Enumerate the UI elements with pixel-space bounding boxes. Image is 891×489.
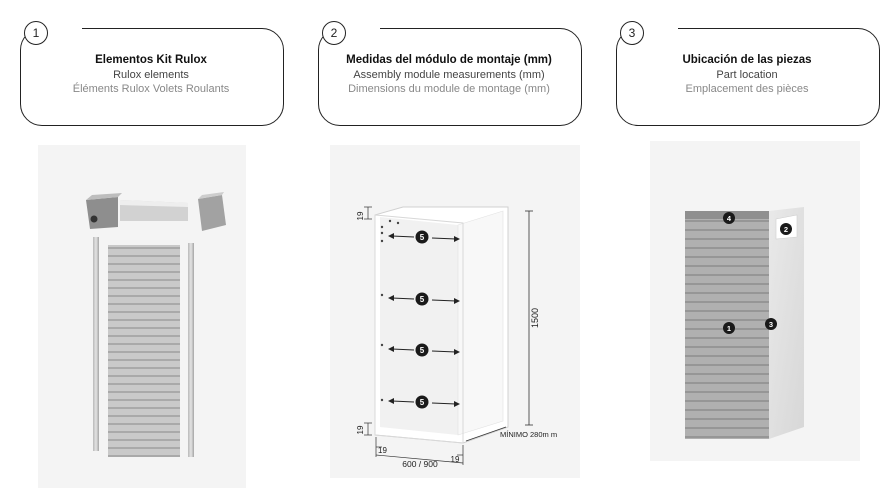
step-frame — [20, 28, 284, 126]
cabinet-side — [769, 207, 804, 439]
marker-label: 5 — [420, 295, 425, 304]
right-rail — [188, 243, 194, 457]
module-measurements-illustration: 5 5 5 5 1500 19 19 19 19 600 / 900 MÍNIM… — [330, 145, 580, 478]
height-dimension: 1500 — [530, 308, 540, 328]
part-markers: 4 2 1 3 — [723, 212, 792, 334]
step-number: 1 — [24, 21, 48, 45]
step-subtitle-fr: Éléments Rulox Volets Roulants — [72, 83, 230, 95]
gear-icon — [90, 215, 98, 223]
marker-side-box: 2 — [784, 225, 788, 234]
step-title: Elementos Kit Rulox — [95, 54, 207, 66]
part-location-illustration: 4 2 1 3 — [650, 141, 860, 461]
right-offset: 19 — [451, 455, 460, 464]
step-3-header: 3 Ubicación de las piezas Part location … — [616, 18, 882, 128]
step-1-header: 1 Elementos Kit Rulox Rulox elements Élé… — [20, 18, 286, 128]
marker-curtain: 1 — [727, 324, 731, 333]
curtain — [108, 245, 180, 457]
marker-label: 5 — [420, 398, 425, 407]
cabinet — [374, 206, 509, 444]
bottom-offset: 19 — [356, 425, 365, 434]
step-number: 3 — [620, 21, 644, 45]
left-rail — [93, 237, 99, 451]
step-number: 2 — [322, 21, 346, 45]
top-box-right — [198, 192, 226, 231]
top-box-left — [86, 193, 122, 229]
step-title: Medidas del módulo de montaje (mm) — [346, 54, 552, 66]
marker-rail: 3 — [769, 320, 773, 329]
marker-label: 5 — [420, 233, 425, 242]
top-tube — [120, 200, 188, 221]
marker-label: 5 — [420, 346, 425, 355]
width-dimension: 600 / 900 — [402, 459, 438, 469]
left-offset: 19 — [378, 446, 387, 455]
step-subtitle-fr: Dimensions du module de montage (mm) — [348, 83, 550, 95]
step-2-header: 2 Medidas del módulo de montaje (mm) Ass… — [318, 18, 584, 128]
marker-top-box: 4 — [727, 214, 732, 223]
top-offset: 19 — [356, 211, 365, 220]
step-subtitle-en: Assembly module measurements (mm) — [353, 69, 545, 81]
min-depth: MÍNIMO 280m m — [500, 430, 557, 439]
step-frame — [616, 28, 880, 126]
step-subtitle-en: Part location — [716, 69, 778, 81]
hole-markers: 5 5 5 5 — [415, 230, 429, 409]
step-frame — [318, 28, 582, 126]
step-subtitle-en: Rulox elements — [113, 69, 189, 81]
kit-elements-illustration — [38, 145, 246, 488]
step-title: Ubicación de las piezas — [682, 54, 812, 66]
step-subtitle-fr: Emplacement des pièces — [685, 83, 809, 95]
